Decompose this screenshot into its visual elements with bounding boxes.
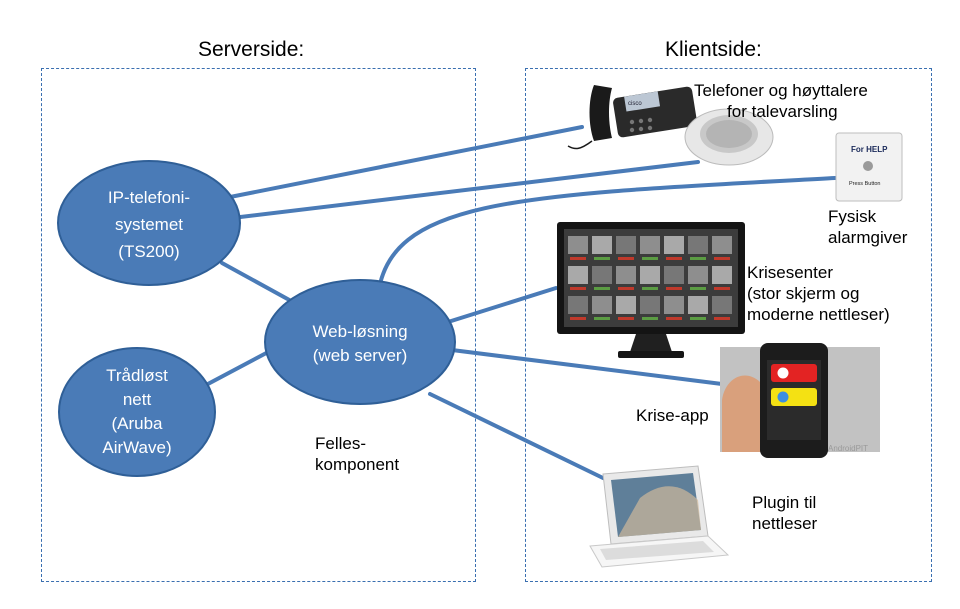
monitor-thumbnail-status xyxy=(642,257,658,260)
laptop-icon xyxy=(589,465,730,568)
serverside-panel xyxy=(41,68,476,582)
crisis-center-label: Krisesenter (stor skjerm og moderne nett… xyxy=(747,263,890,324)
physical-alarm-label: Fysisk alarmgiver xyxy=(828,207,908,247)
node-wireless-line-1: Trådløst xyxy=(106,366,168,385)
node-ip-line-2: systemet xyxy=(115,215,183,234)
monitor-thumbnail xyxy=(568,236,588,254)
clientside-panel xyxy=(525,68,932,582)
crisis-app-label: Krise-app xyxy=(636,406,709,425)
phone-brand-text: cisco xyxy=(628,101,642,107)
crisis-center-monitor-icon xyxy=(557,222,745,358)
monitor-thumbnail xyxy=(688,296,708,314)
monitor-thumbnail xyxy=(664,266,684,284)
serverside-title: Serverside: xyxy=(198,38,305,61)
monitor-thumbnail-status xyxy=(642,287,658,290)
connector-web-plugin xyxy=(428,392,605,480)
monitor-thumbnail xyxy=(688,266,708,284)
monitor-thumbnail xyxy=(712,236,732,254)
monitor-thumbnail xyxy=(568,266,588,284)
monitor-thumbnail-status xyxy=(714,257,730,260)
node-web-line-1: Web-løsning xyxy=(312,322,407,341)
ip-phone-icon xyxy=(567,85,697,150)
monitor-thumbnail-status xyxy=(570,287,586,290)
monitor-thumbnail-status xyxy=(594,287,610,290)
connector-web-crisis-center xyxy=(446,286,558,324)
monitor-thumbnail xyxy=(640,236,660,254)
monitor-thumbnail-status xyxy=(666,287,682,290)
shared-component-label: Felles- komponent xyxy=(315,434,400,474)
connector-ip-web xyxy=(220,261,295,304)
node-web-line-2: (web server) xyxy=(313,346,407,365)
monitor-thumbnail xyxy=(712,296,732,314)
connector-wireless-web xyxy=(204,348,274,387)
monitor-thumbnail-status xyxy=(666,317,682,320)
node-wireless-line-4: AirWave) xyxy=(102,438,171,457)
alarm-button-title: For HELP xyxy=(851,145,888,154)
alarm-button-icon xyxy=(835,132,903,202)
monitor-thumbnail xyxy=(592,266,612,284)
monitor-thumbnail-status xyxy=(690,287,706,290)
crisis-app-phone-icon xyxy=(720,343,880,458)
monitor-thumbnail xyxy=(616,266,636,284)
node-wireless: Trådløst nett (Aruba AirWave) xyxy=(58,347,216,477)
monitor-thumbnail-status xyxy=(618,257,634,260)
monitor-thumbnail-status xyxy=(594,257,610,260)
monitor-thumbnail xyxy=(616,296,636,314)
connector-web-crisis-app xyxy=(450,348,724,386)
monitor-thumbnail xyxy=(568,296,588,314)
connector-web-alarm xyxy=(376,176,837,297)
monitor-thumbnail-status xyxy=(594,317,610,320)
node-wireless-line-3: (Aruba xyxy=(111,414,163,433)
monitor-thumbnail xyxy=(592,296,612,314)
plugin-label: Plugin til nettleser xyxy=(752,493,818,533)
monitor-thumbnail-status xyxy=(570,317,586,320)
monitor-thumbnail-status xyxy=(666,257,682,260)
monitor-thumbnail-status xyxy=(618,317,634,320)
node-wireless-line-2: nett xyxy=(123,390,152,409)
monitor-thumbnail xyxy=(712,266,732,284)
node-ip-line-1: IP-telefoni- xyxy=(108,188,190,207)
monitor-thumbnail xyxy=(664,236,684,254)
connector-ip-speaker xyxy=(230,160,700,220)
monitor-thumbnail-status xyxy=(714,317,730,320)
node-web-solution: Web-løsning (web server) xyxy=(264,279,456,405)
monitor-thumbnail xyxy=(640,266,660,284)
monitor-thumbnail xyxy=(640,296,660,314)
alarm-button-subtitle: Press Button xyxy=(849,181,881,187)
monitor-thumbnail xyxy=(592,236,612,254)
monitor-thumbnail xyxy=(664,296,684,314)
monitor-thumbnail-status xyxy=(570,257,586,260)
node-ip-telephony: IP-telefoni- systemet (TS200) xyxy=(57,160,241,286)
clientside-title: Klientside: xyxy=(665,38,762,61)
monitor-thumbnail-status xyxy=(714,287,730,290)
node-ip-line-3: (TS200) xyxy=(118,242,179,261)
phones-speakers-label: Telefoner og høyttalere for talevarsling xyxy=(694,81,868,121)
monitor-thumbnail xyxy=(688,236,708,254)
monitor-thumbnail-status xyxy=(690,317,706,320)
ceiling-speaker-icon xyxy=(684,108,774,166)
monitor-thumbnail-status xyxy=(642,317,658,320)
monitor-thumbnail-status xyxy=(690,257,706,260)
monitor-thumbnail xyxy=(616,236,636,254)
photo-watermark: AndroidPIT xyxy=(828,444,868,453)
monitor-thumbnail-status xyxy=(618,287,634,290)
connector-ip-phone xyxy=(223,125,584,200)
